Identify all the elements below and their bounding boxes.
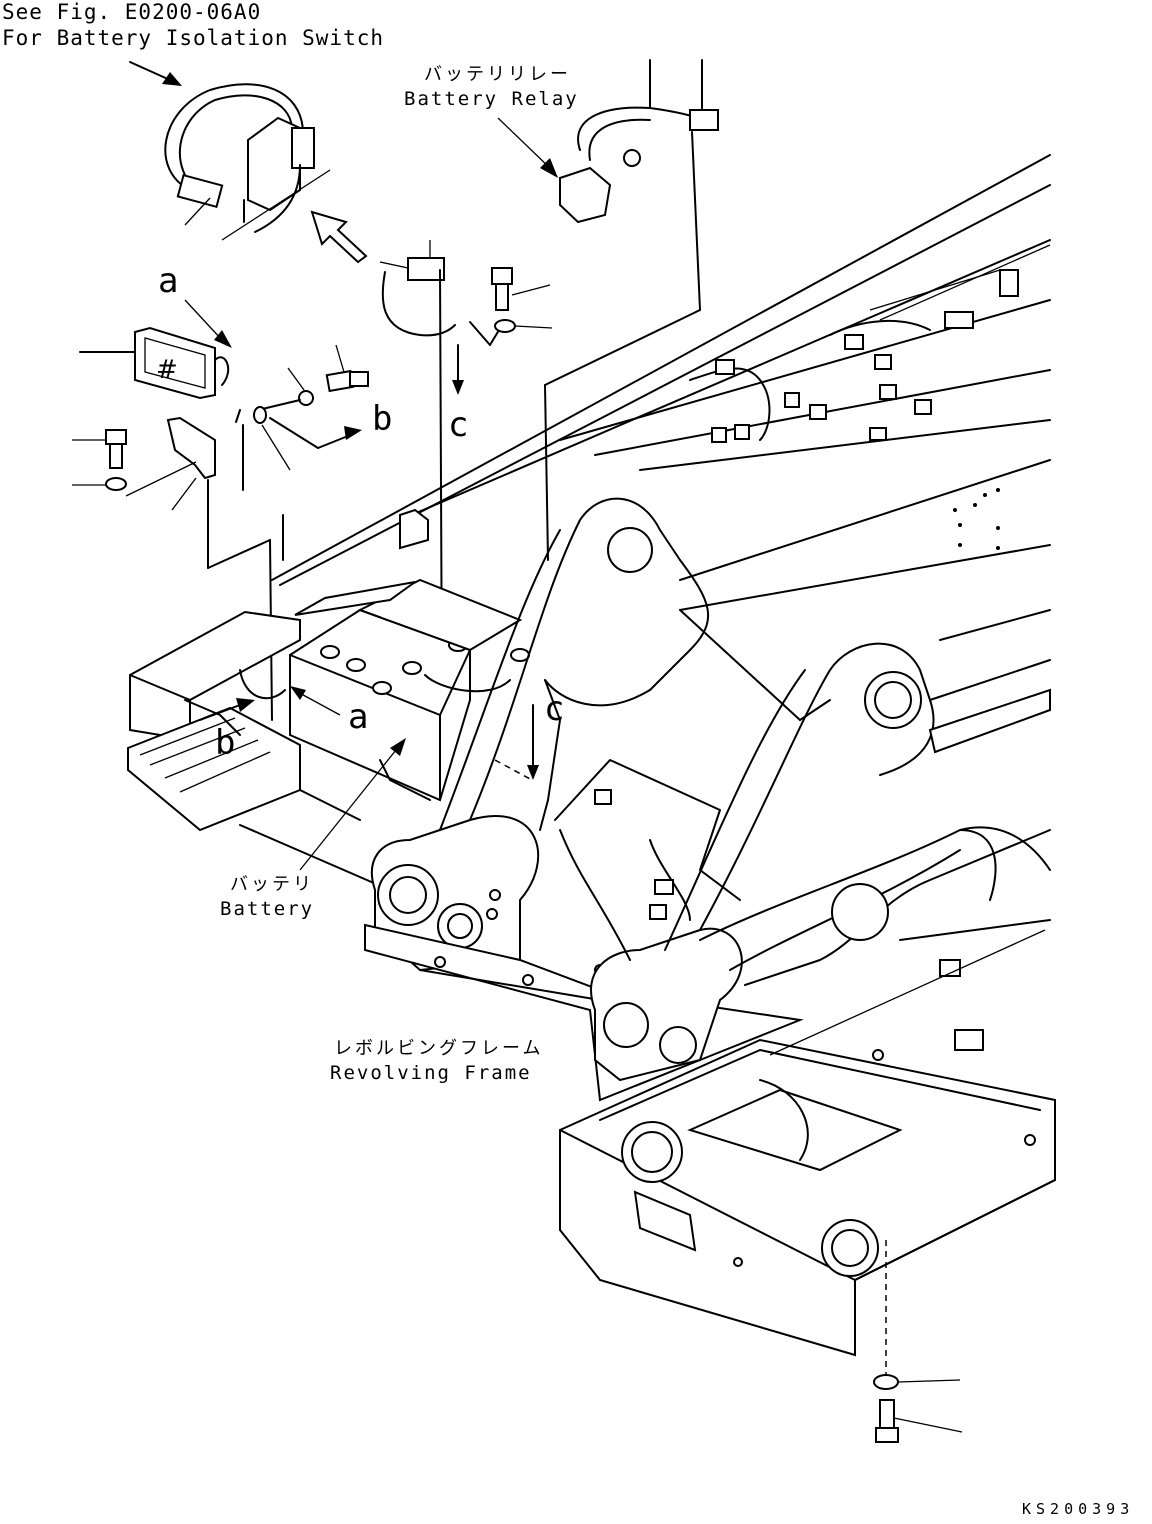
svg-text:#: #: [156, 355, 178, 385]
direction-arrow: [310, 210, 368, 264]
isolation-switch-harness: [164, 83, 331, 241]
callout-b-terminal: b: [372, 399, 393, 439]
callout-c-relay-cable: c: [448, 405, 469, 445]
battery-relay-label-jp: バッテリリレー: [424, 64, 571, 85]
battery-relay-label: Battery Relay: [404, 88, 579, 110]
battery-cover: #: [79, 299, 232, 400]
battery-label-jp: バッテリ: [230, 874, 314, 895]
bracket: [72, 416, 284, 721]
interior-wiring: [689, 244, 1051, 443]
callout-a-cover: a: [158, 261, 179, 301]
revolving-frame-label: Revolving Frame: [330, 1062, 532, 1084]
arrow-pointer: [129, 61, 182, 86]
callout-a-battery: a: [348, 697, 369, 737]
terminal-bolt: [235, 344, 369, 471]
battery-tray: [127, 610, 391, 891]
frame-upper-member: [271, 154, 1051, 586]
battery-relay: [497, 59, 719, 561]
bolt: [491, 267, 553, 333]
revolving-frame-label-jp: レボルビングフレーム: [334, 1038, 544, 1059]
header-line-1: See Fig. E0200-06A0: [2, 0, 262, 24]
header-line-2: For Battery Isolation Switch: [2, 26, 385, 50]
callout-b-battery: b: [215, 723, 236, 763]
drawing-reference-number: KS200393: [1022, 1500, 1135, 1518]
battery-label: Battery: [220, 898, 315, 920]
callout-arrows: [199, 686, 539, 871]
revolving-frame: [364, 459, 1051, 1102]
rear-frame: [559, 929, 1056, 1443]
callout-c-battery: c: [544, 689, 565, 729]
battery: [239, 578, 530, 802]
